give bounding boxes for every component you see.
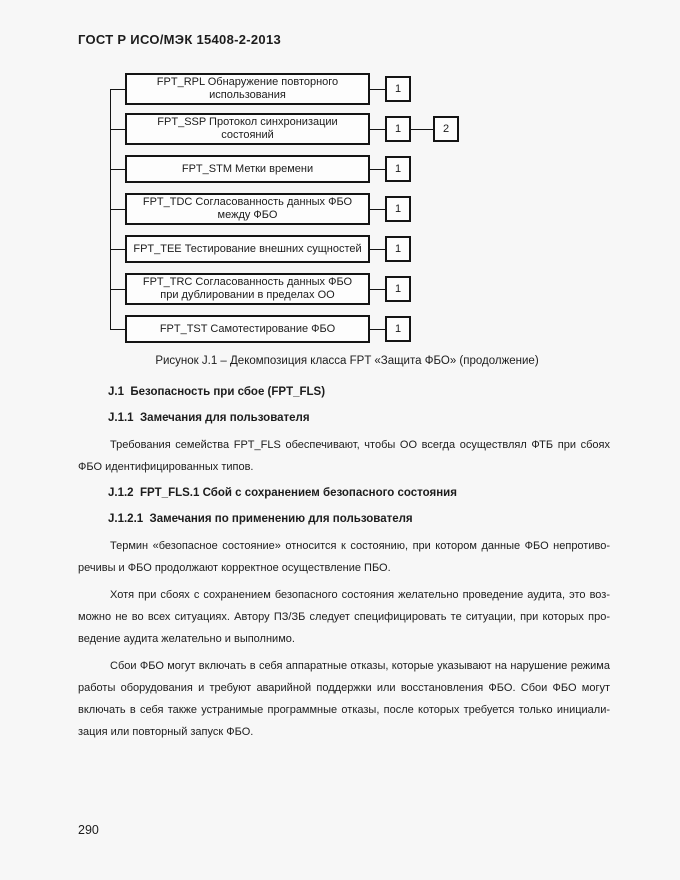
paragraph-line: ФБО идентифицированных типов.: [78, 461, 254, 473]
branch-connector-line: [110, 328, 125, 330]
component-connector-line: [370, 208, 385, 210]
component-number-box: 1: [385, 276, 411, 302]
family-box: FPT_TST Самотестирование ФБО: [125, 315, 370, 343]
paragraph-line: Требования семейства FPT_FLS обеспечиваю…: [110, 439, 610, 451]
component-number-box: 1: [385, 76, 411, 102]
branch-connector-line: [110, 88, 125, 90]
paragraph-line: речивы и ФБО продолжают корректное осуще…: [78, 562, 391, 574]
branch-connector-line: [110, 248, 125, 250]
family-row: FPT_TRC Согласованность данных ФБО при д…: [110, 269, 670, 309]
fpt-class-decomposition-diagram: FPT_RPL Обнаружение повторного использов…: [110, 69, 670, 349]
family-row: FPT_TEE Тестирование внешних сущностей 1: [110, 229, 670, 269]
component-connector-line: [370, 248, 385, 250]
component-connector-line: [370, 328, 385, 330]
paragraph-line: работы оборудования и требуют аварийной …: [78, 682, 610, 694]
component-connector-line: [370, 128, 385, 130]
component-number-box: 1: [385, 316, 411, 342]
paragraph: Термин «безопасное состояние» относится …: [78, 535, 610, 579]
paragraph-line: можно не во всех ситуациях. Автору ПЗ/ЗБ…: [78, 611, 610, 623]
family-row: FPT_SSP Протокол синхронизации состояний…: [110, 109, 670, 149]
family-row: FPT_RPL Обнаружение повторного использов…: [110, 69, 670, 109]
figure-caption: Рисунок J.1 – Декомпозиция класса FPT «З…: [155, 355, 539, 367]
document-title: ГОСТ Р ИСО/МЭК 15408-2-2013: [78, 32, 282, 47]
section-heading: J.1.1 Замечания для пользователя: [108, 412, 310, 424]
branch-connector-line: [110, 168, 125, 170]
family-row: FPT_STM Метки времени 1: [110, 149, 670, 189]
family-box: FPT_STM Метки времени: [125, 155, 370, 183]
paragraph: Требования семейства FPT_FLS обеспечиваю…: [78, 434, 610, 478]
section-heading: J.1.2 FPT_FLS.1 Сбой с сохранением безоп…: [108, 487, 457, 499]
component-number-box: 1: [385, 116, 411, 142]
paragraph: Хотя при сбоях с сохранением безопасного…: [78, 584, 610, 650]
family-box: FPT_TEE Тестирование внешних сущностей: [125, 235, 370, 263]
body-text: J.1 Безопасность при сбое (FPT_FLS) J.1.1…: [78, 381, 610, 743]
family-box: FPT_SSP Протокол синхронизации состояний: [125, 113, 370, 145]
component-connector-line: [370, 288, 385, 290]
paragraph-line: Хотя при сбоях с сохранением безопасного…: [110, 589, 610, 601]
paragraph: Сбои ФБО могут включать в себя аппаратны…: [78, 655, 610, 743]
page-number: 290: [78, 823, 99, 837]
component-number-box: 2: [433, 116, 459, 142]
paragraph-line: включать в себя также устранимые програм…: [78, 704, 610, 716]
component-connector-line: [370, 88, 385, 90]
paragraph-line: Сбои ФБО могут включать в себя аппаратны…: [110, 660, 610, 672]
paragraph-line: Термин «безопасное состояние» относится …: [110, 540, 610, 552]
branch-connector-line: [110, 208, 125, 210]
component-connector-line: [370, 168, 385, 170]
branch-connector-line: [110, 128, 125, 130]
section-heading: J.1.2.1 Замечания по применению для поль…: [108, 513, 413, 525]
component-number-box: 1: [385, 156, 411, 182]
family-box: FPT_TRC Согласованность данных ФБО при д…: [125, 273, 370, 305]
family-rows: FPT_RPL Обнаружение повторного использов…: [110, 69, 670, 349]
family-row: FPT_TDC Согласованность данных ФБО между…: [110, 189, 670, 229]
component-connector-line: [411, 128, 433, 130]
tree-trunk-line: [110, 89, 111, 329]
component-number-box: 1: [385, 236, 411, 262]
component-number-box: 1: [385, 196, 411, 222]
section-heading: J.1 Безопасность при сбое (FPT_FLS): [108, 386, 326, 398]
family-box: FPT_TDC Согласованность данных ФБО между…: [125, 193, 370, 225]
family-box: FPT_RPL Обнаружение повторного использов…: [125, 73, 370, 105]
paragraph-line: ведение аудита желательно и выполнимо.: [78, 633, 295, 645]
paragraph-line: зация или повторный запуск ФБО.: [78, 726, 254, 738]
branch-connector-line: [110, 288, 125, 290]
family-row: FPT_TST Самотестирование ФБО 1: [110, 309, 670, 349]
